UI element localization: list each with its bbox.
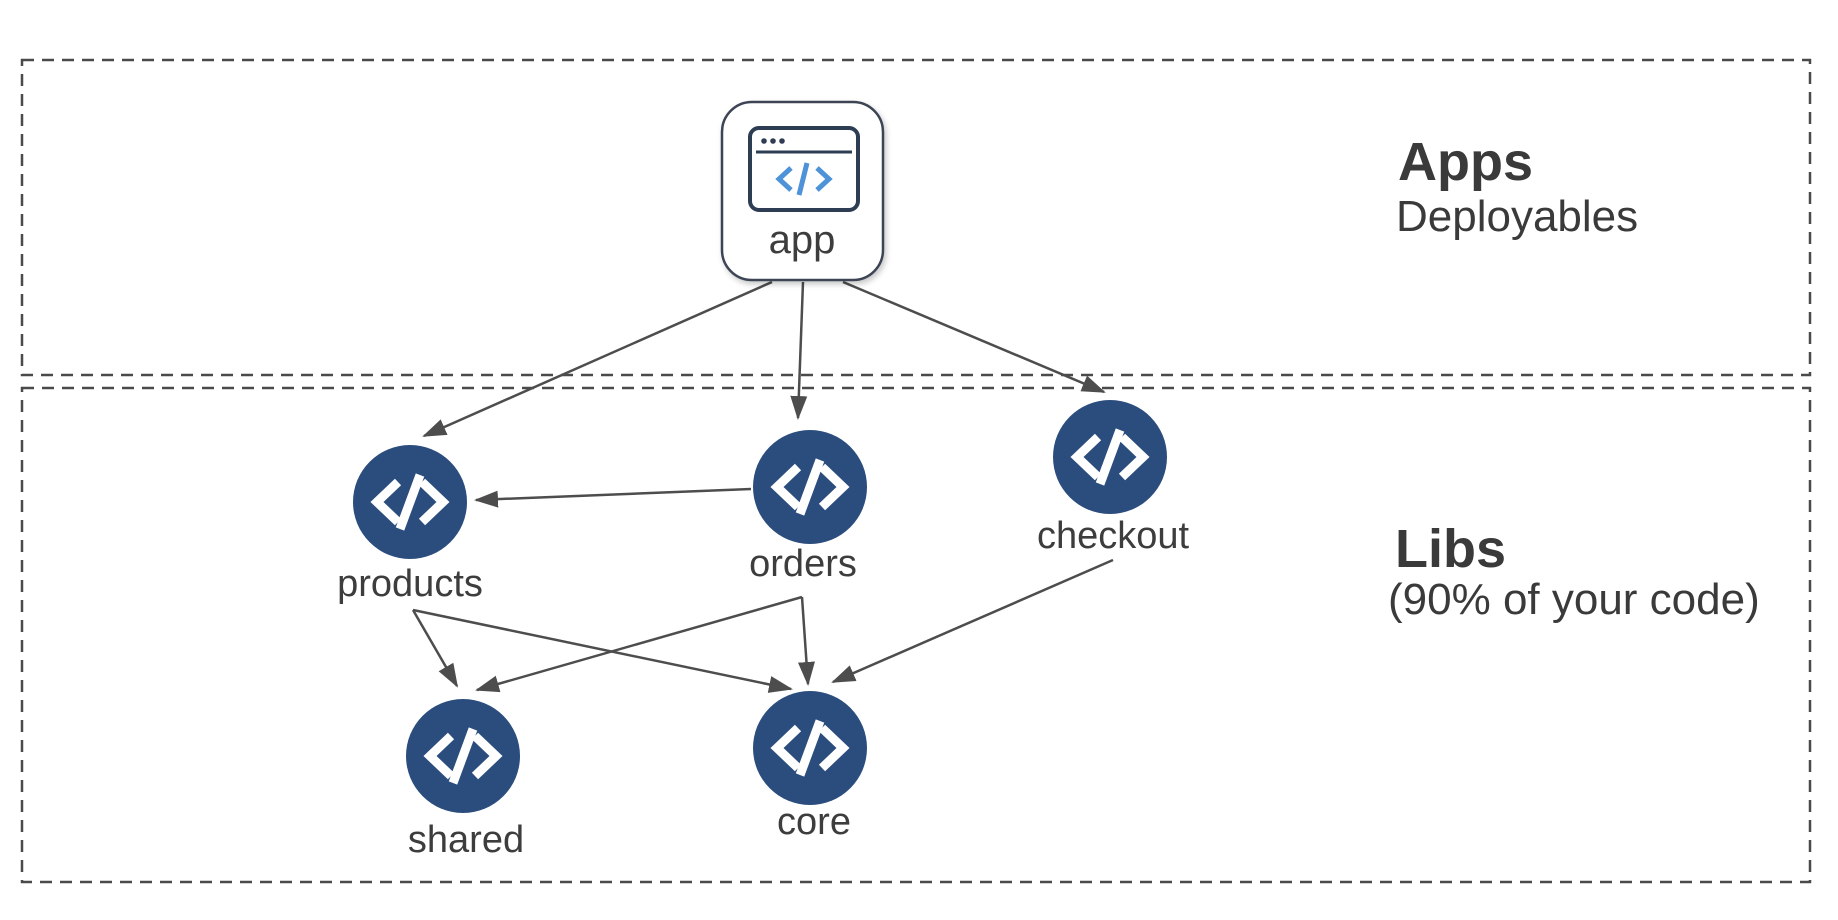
apps-section-title: Apps — [1398, 132, 1533, 192]
products-node-label: products — [337, 563, 483, 605]
dependency-edges — [411, 280, 1114, 693]
checkout-node-label: checkout — [1037, 515, 1190, 557]
node-checkout: checkout — [1037, 400, 1190, 557]
node-shared: shared — [406, 699, 524, 861]
edge-orders-shared — [475, 595, 803, 693]
apps-section-label: Apps Deployables — [1396, 132, 1638, 241]
code-icon — [770, 458, 850, 516]
libs-section-title: Libs — [1395, 519, 1506, 579]
edge-checkout-core — [831, 558, 1114, 684]
apps-section-subtitle: Deployables — [1396, 192, 1638, 241]
apps-section-boundary — [20, 58, 1812, 377]
libs-section-subtitle: (90% of your code) — [1388, 575, 1760, 624]
node-orders: orders — [749, 430, 867, 585]
node-app: app — [720, 100, 885, 282]
edge-app-orders — [790, 281, 808, 420]
browser-code-icon — [748, 126, 860, 212]
core-node-label: core — [777, 801, 851, 843]
edge-orders-core — [798, 596, 815, 686]
orders-node-label: orders — [749, 543, 857, 585]
edge-products-shared — [411, 609, 459, 688]
edge-app-products — [422, 280, 773, 438]
app-node-label: app — [769, 218, 836, 262]
code-icon — [423, 727, 503, 785]
node-products: products — [337, 445, 483, 605]
edge-app-checkout — [842, 280, 1106, 394]
libs-section-boundary — [20, 386, 1812, 884]
code-icon — [770, 719, 850, 777]
shared-node-label: shared — [408, 819, 524, 861]
code-icon — [370, 473, 450, 531]
edge-products-core — [412, 608, 793, 693]
libs-section-label: Libs (90% of your code) — [1388, 519, 1760, 624]
edge-orders-products — [474, 487, 752, 508]
node-core: core — [753, 691, 867, 843]
code-icon — [1070, 428, 1150, 486]
